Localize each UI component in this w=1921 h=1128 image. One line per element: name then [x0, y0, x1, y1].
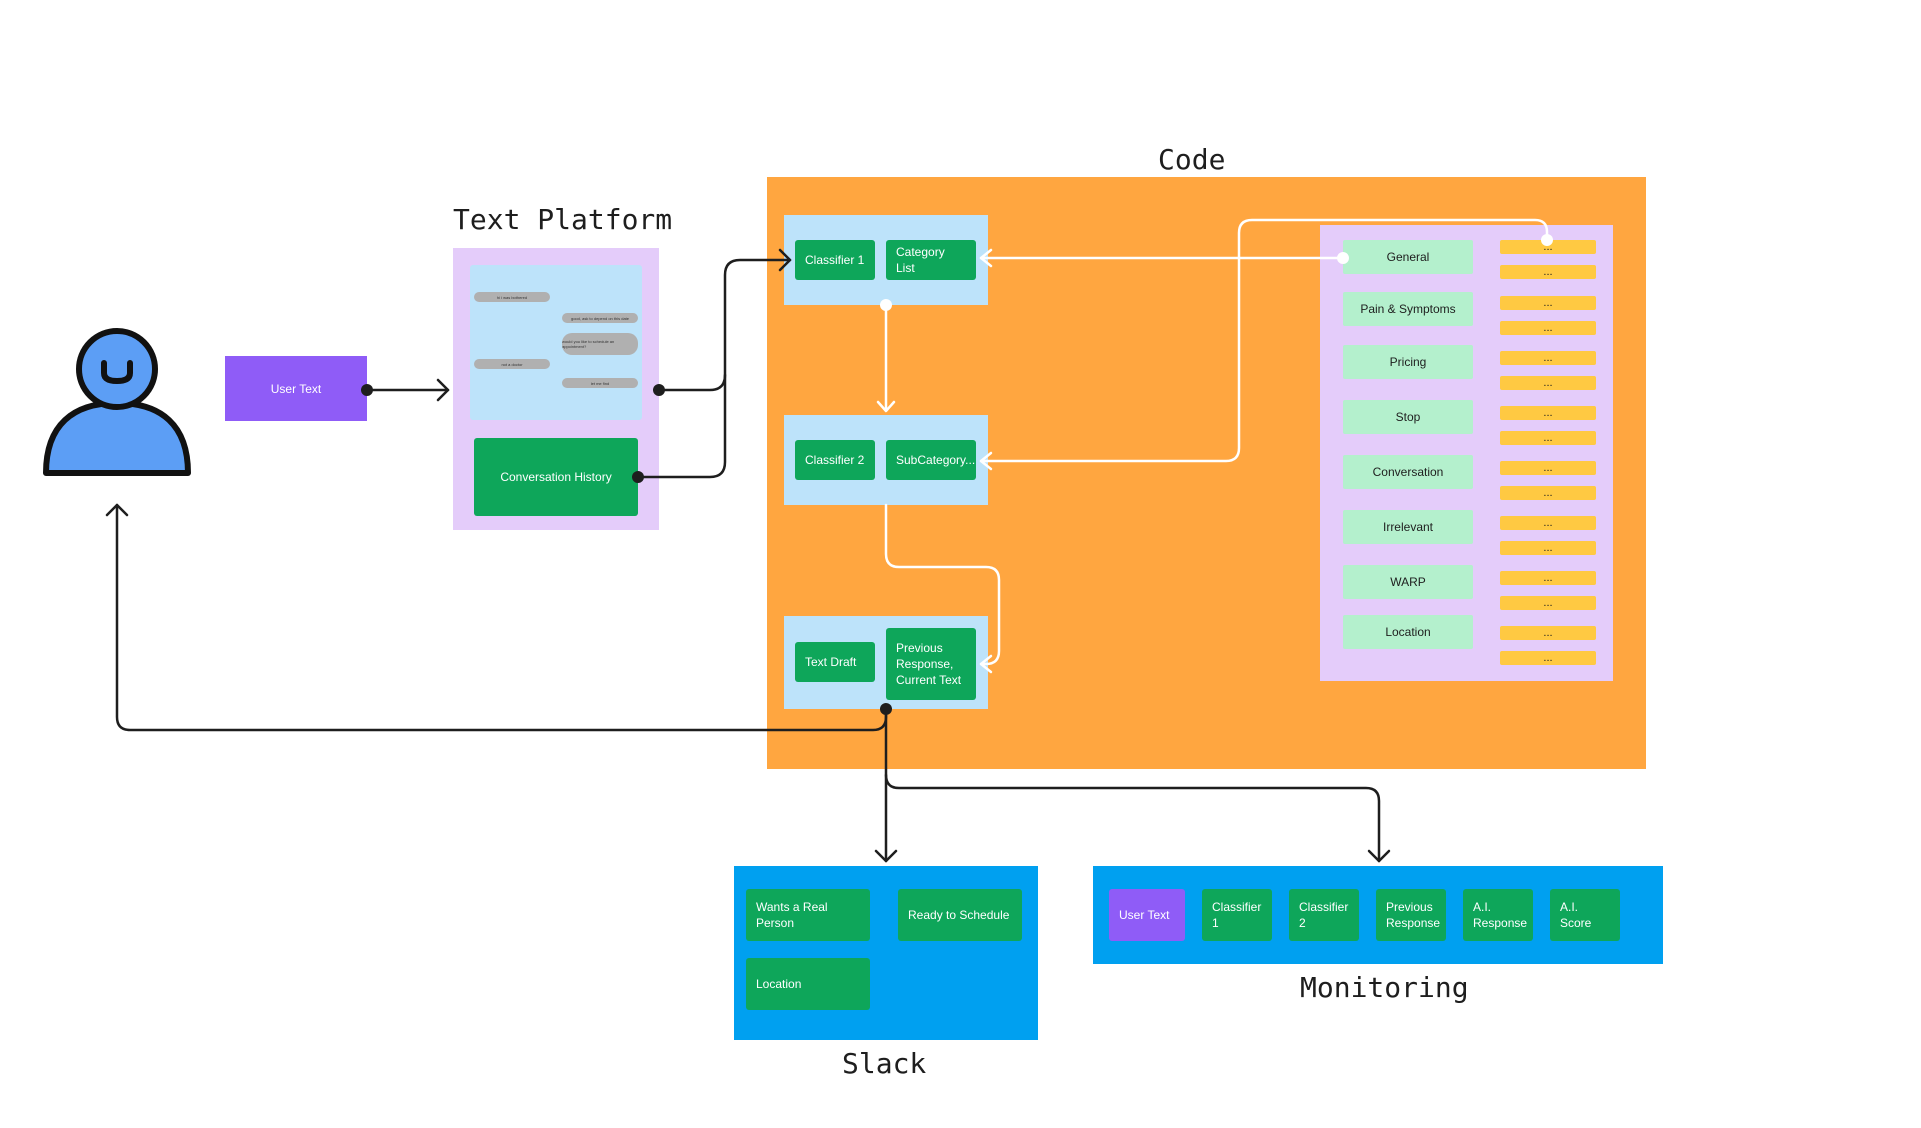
- monitoring-item-ai-score: A.I. Score: [1550, 889, 1620, 941]
- slack-title: Slack: [842, 1047, 927, 1080]
- category-label: Conversation: [1343, 455, 1473, 489]
- slack-item-ready-to-schedule: Ready to Schedule: [898, 889, 1022, 941]
- user-text-label: User Text: [270, 381, 322, 396]
- text-draft-box: Text Draft: [795, 642, 875, 682]
- chat-bubble: not a doctor: [474, 359, 550, 369]
- user-avatar: [38, 325, 196, 480]
- subcategory-placeholder: ...: [1500, 406, 1596, 420]
- subcategory-placeholder: ...: [1500, 596, 1596, 610]
- chat-bubble: let me find: [562, 378, 638, 388]
- subcategory-placeholder: ...: [1500, 571, 1596, 585]
- subcategory-placeholder: ...: [1500, 541, 1596, 555]
- connector-draft-to-monitoring: [884, 773, 1381, 863]
- chat-bubble: hi i was bothered: [474, 292, 550, 302]
- category-label: WARP: [1343, 565, 1473, 599]
- monitoring-item-previous-response: Previous Response: [1376, 889, 1446, 941]
- connector-categories-to-subcategory: [979, 218, 1549, 463]
- monitoring-item-classifier2: Classifier 2: [1289, 889, 1359, 941]
- slack-item-wants-real-person: Wants a Real Person: [746, 889, 870, 941]
- connector-chat-to-classifier1: [657, 258, 792, 392]
- category-label: General: [1343, 240, 1473, 274]
- previous-response-box: Previous Response, Current Text: [886, 628, 976, 700]
- subcategory-placeholder: ...: [1500, 240, 1596, 254]
- category-label: Irrelevant: [1343, 510, 1473, 544]
- conversation-history-box: Conversation History: [474, 438, 638, 516]
- monitoring-item-user-text: User Text: [1109, 889, 1185, 941]
- category-label: Pain & Symptoms: [1343, 292, 1473, 326]
- subcategory-placeholder: ...: [1500, 486, 1596, 500]
- subcategory-placeholder: ...: [1500, 626, 1596, 640]
- code-title: Code: [1158, 143, 1226, 176]
- chat-window: hi i was bothered good, ask to depend on…: [470, 265, 642, 420]
- subcategory-placeholder: ...: [1500, 351, 1596, 365]
- slack-item-location: Location: [746, 958, 870, 1010]
- monitoring-title: Monitoring: [1300, 971, 1469, 1004]
- chat-bubble: good, ask to depend on this date: [562, 313, 638, 323]
- subcategory-placeholder: ...: [1500, 376, 1596, 390]
- connector-history-to-classifier1: [636, 373, 727, 479]
- subcategory-box: SubCategory...: [886, 440, 976, 480]
- connector-draft-to-user: [115, 503, 888, 732]
- text-platform-title: Text Platform: [453, 203, 673, 236]
- subcategory-placeholder: ...: [1500, 516, 1596, 530]
- monitoring-item-classifier1: Classifier 1: [1202, 889, 1272, 941]
- subcategory-placeholder: ...: [1500, 431, 1596, 445]
- category-list-box: Category List: [886, 240, 976, 280]
- chat-bubble: would you like to schedule an appointmen…: [562, 333, 638, 355]
- subcategory-placeholder: ...: [1500, 265, 1596, 279]
- subcategory-placeholder: ...: [1500, 651, 1596, 665]
- category-label: Pricing: [1343, 345, 1473, 379]
- connector-classifier2-to-text-draft: [884, 503, 1001, 666]
- classifier2-box: Classifier 2: [795, 440, 875, 480]
- monitoring-item-ai-response: A.I. Response: [1463, 889, 1533, 941]
- classifier1-box: Classifier 1: [795, 240, 875, 280]
- category-label: Location: [1343, 615, 1473, 649]
- category-label: Stop: [1343, 400, 1473, 434]
- subcategory-placeholder: ...: [1500, 296, 1596, 310]
- user-text-box: User Text: [225, 356, 367, 421]
- person-icon: [43, 328, 191, 476]
- subcategory-placeholder: ...: [1500, 321, 1596, 335]
- subcategory-placeholder: ...: [1500, 461, 1596, 475]
